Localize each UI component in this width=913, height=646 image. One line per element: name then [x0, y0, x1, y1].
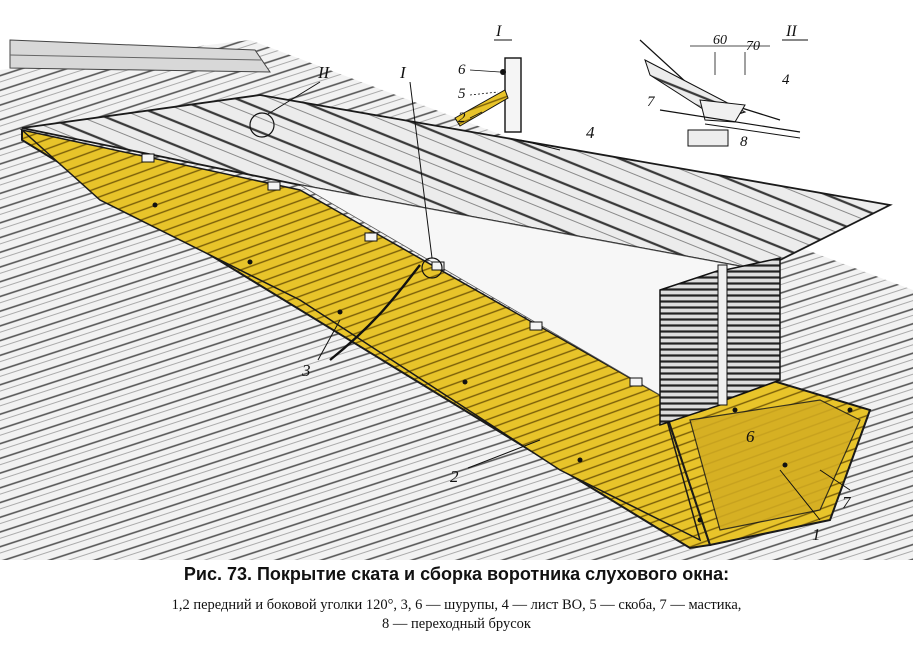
label-3: 3 [301, 361, 311, 380]
label-6-inset: 6 [458, 62, 466, 78]
figure-caption-title: Рис. 73. Покрытие ската и сборка воротни… [183, 564, 730, 584]
callout-II-circle [249, 112, 275, 138]
legend-line-1: 1,2 передний и боковой уголки 120°, 3, 6… [171, 597, 742, 613]
detail-II-inset [639, 39, 808, 147]
label-dim-60: 60 [713, 33, 727, 48]
detail-I-inset [454, 39, 522, 133]
dormer-window [659, 257, 781, 427]
label-8-inset: 8 [740, 134, 748, 150]
side-angle-collar-body [19, 128, 702, 542]
brackets [141, 153, 643, 387]
label-7: 7 [842, 493, 852, 512]
label-1: 1 [812, 525, 821, 544]
roof-illustration: II I I II 6 5 2 60 70 4 7 8 4 3 2 6 7 1 [0, 23, 913, 560]
label-detail-I-inset: I [495, 23, 502, 40]
figure-caption-legend: 1,2 передний и боковой уголки 120°, 3, 6… [10, 596, 903, 634]
label-detail-II-inset: II [785, 23, 797, 40]
label-dim-70: 70 [746, 39, 760, 54]
label-4: 4 [586, 123, 595, 142]
label-2: 2 [450, 467, 459, 486]
label-7-inset: 7 [647, 94, 656, 110]
label-detail-II: II [317, 63, 331, 82]
ridge-cap [9, 39, 271, 73]
legend-line-2: 8 — переходный брусок [382, 616, 531, 632]
label-6: 6 [746, 427, 755, 446]
label-detail-I: I [399, 63, 407, 82]
label-4-inset: 4 [782, 72, 790, 88]
label-5-inset: 5 [458, 86, 466, 102]
dormer-roof-sheet [21, 94, 893, 271]
joint-line [329, 264, 421, 361]
screws [152, 202, 853, 523]
front-collar-base [689, 399, 861, 531]
label-2-inset: 2 [458, 110, 466, 126]
